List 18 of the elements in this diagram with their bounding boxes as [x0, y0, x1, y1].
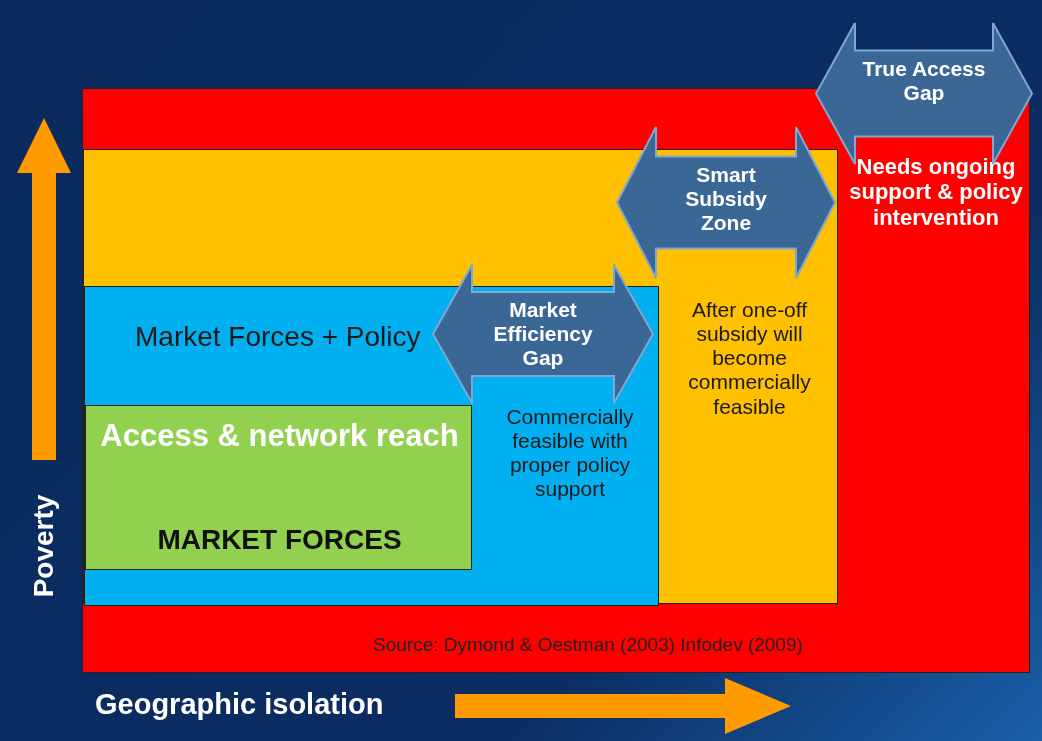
region-title: Market Forces + Policy — [135, 321, 422, 354]
axis-label: Poverty — [28, 493, 60, 600]
policy-zone-region — [84, 286, 659, 606]
region-label: MARKET FORCES — [156, 524, 403, 557]
region-note: Needs ongoing support & policy intervention — [848, 154, 1024, 230]
region-note: Commercially feasible with proper policy support — [505, 405, 635, 502]
double-arrow-shape — [432, 264, 654, 404]
axis-label: Geographic isolation — [95, 688, 384, 721]
market-zone-region — [85, 405, 472, 570]
arrow-label: Smart Subsidy Zone — [684, 162, 768, 235]
region-title: Access & network reach — [99, 418, 460, 454]
arrow-label: Market Efficiency Gap — [492, 298, 594, 371]
arrow-label: True Access Gap — [861, 56, 987, 105]
source-note: Source: Dymond & Oestman (2003) Infodev (2009) — [373, 634, 804, 656]
access-gap-region — [82, 88, 1030, 673]
region-note: After one-off subsidy will become commercially feasible — [687, 298, 812, 419]
subsidy-zone-region — [83, 149, 838, 604]
double-arrow-shape — [616, 126, 836, 279]
